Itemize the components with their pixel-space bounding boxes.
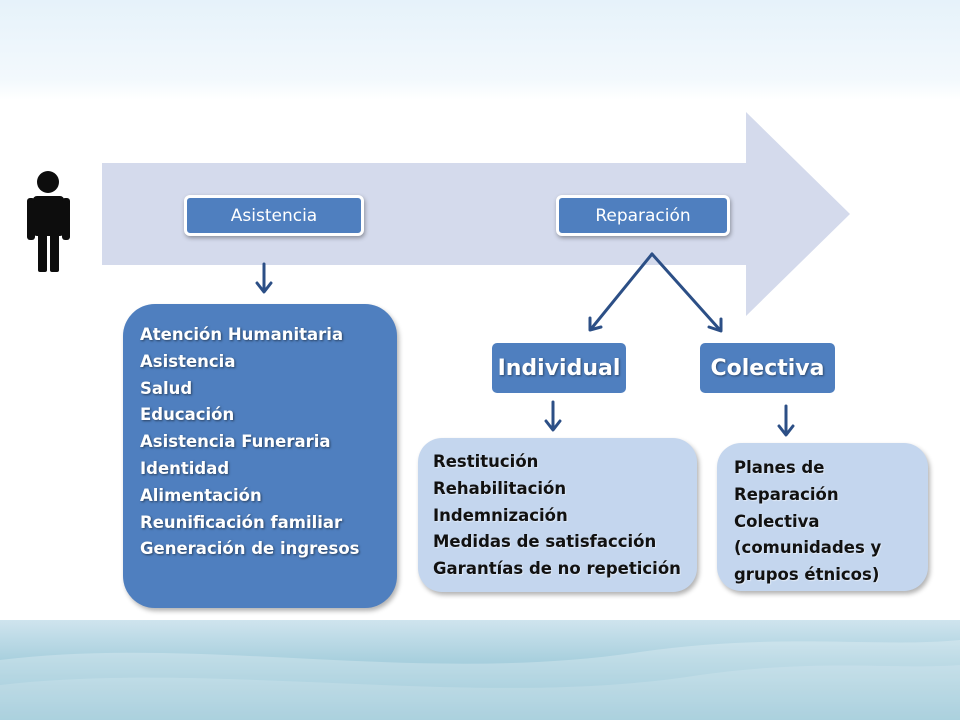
colectiva-card [717,443,928,591]
list-item: Medidas de satisfacción [433,532,657,552]
list-item: Planes de [734,458,825,477]
arrow-to-individual [588,252,654,332]
list-item: Atención Humanitaria [140,325,344,344]
list-item: Educación [140,405,235,425]
bottom-gradient-band [0,620,960,720]
list-item: Asistencia Funeraria [140,432,331,452]
person-icon [27,171,70,272]
reparacion-tag: Reparación [556,195,730,236]
colectiva-list: Planes de Reparación Colectiva (comunida… [734,455,881,589]
list-item: Rehabilitación [433,478,567,498]
list-item: Indemnización [433,505,568,525]
list-item: Colectiva [734,511,820,531]
list-item: Asistencia [140,351,236,371]
list-item: Reunificación familiar [140,512,343,532]
asistencia-tag: Asistencia [184,195,364,236]
bottom-wave-decoration [0,640,960,720]
arrow-down-individual [544,400,562,432]
list-item: (comunidades y [734,538,882,558]
list-item: Garantías de no repetición [433,559,681,579]
arrow-down-asistencia [255,262,273,294]
individual-tag: Individual [492,343,626,393]
list-item: Salud [140,378,193,398]
list-item: Reparación [734,484,839,504]
colectiva-tag: Colectiva [700,343,835,393]
asistencia-card [123,304,397,608]
individual-list: Restitución Rehabilitación Indemnización… [433,449,681,583]
list-item: Generación de ingresos [140,539,360,559]
list-item: grupos étnicos) [734,565,880,585]
asistencia-list: Atención Humanitaria Asistencia Salud Ed… [140,322,359,563]
arrow-down-colectiva [777,404,795,437]
individual-card [418,438,697,592]
list-item: Alimentación [140,485,262,505]
top-gradient-band [0,0,960,100]
arrow-to-colectiva [650,252,723,333]
list-item: Restitución [433,452,539,471]
list-item: Identidad [140,458,230,478]
